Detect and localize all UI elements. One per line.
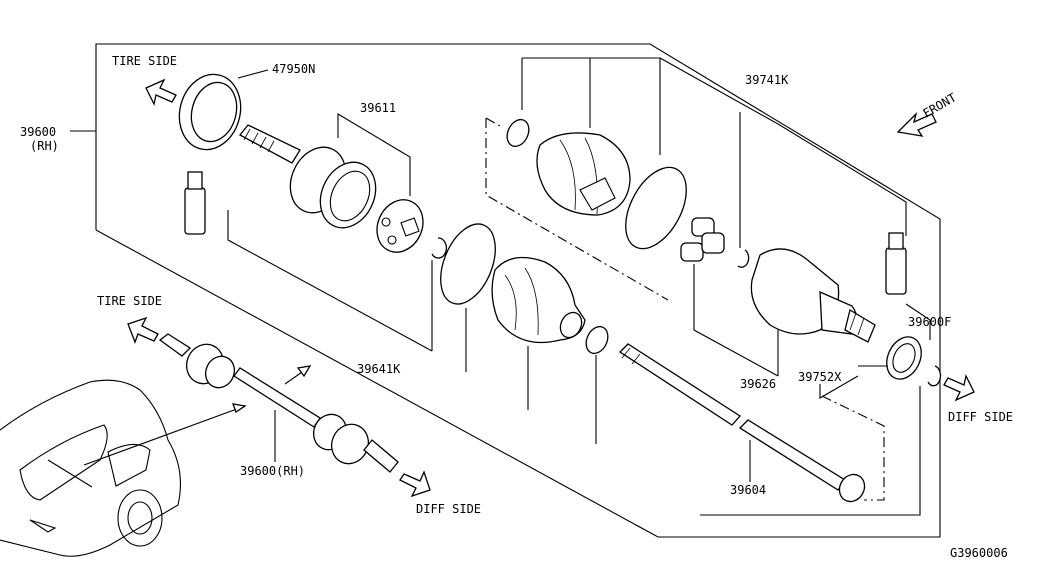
diagram-id: G3960006 <box>950 546 1008 560</box>
boot-band-inner-large <box>625 166 687 250</box>
label-tire-side-top: TIRE SIDE <box>112 54 177 68</box>
direction-arrow-vehicle <box>284 365 312 385</box>
tripod-spider-part <box>680 217 725 262</box>
center-lines <box>485 117 885 501</box>
assembly-frame <box>95 43 941 538</box>
callout-47950n: 47950N <box>272 62 315 76</box>
callout-39611: 39611 <box>360 101 396 115</box>
vehicle-inset <box>0 379 247 557</box>
callout-39600: 39600 <box>20 125 56 139</box>
label-tire-side-vehicle: TIRE SIDE <box>97 294 162 308</box>
callout-39626: 39626 <box>740 377 776 391</box>
grease-tube-left <box>184 171 206 235</box>
joint-inner-race-part <box>376 199 424 253</box>
tire-side-arrow-vehicle <box>127 316 159 344</box>
grease-tube-right <box>885 232 907 295</box>
joint-housing-part <box>750 248 876 343</box>
callout-39600-rh: (RH) <box>30 139 59 153</box>
label-front: FRONT <box>921 90 959 120</box>
diff-side-arrow-right <box>943 374 975 402</box>
callout-39604: 39604 <box>730 483 766 497</box>
front-arrow <box>896 111 937 137</box>
boot-band-outer-small <box>585 325 609 355</box>
dust-shield-part <box>886 336 922 380</box>
boot-band-outer-large <box>440 223 496 305</box>
bearing-seal-part <box>178 73 242 151</box>
label-diff-side-right: DIFF SIDE <box>948 410 1013 424</box>
tire-side-arrow-top <box>145 78 177 106</box>
label-diff-side-vehicle: DIFF SIDE <box>416 502 481 516</box>
boot-band-inner-small <box>506 118 530 148</box>
shaft-part <box>618 343 866 503</box>
snap-ring-outer <box>431 237 448 259</box>
callout-39641k: 39641K <box>357 362 401 376</box>
vehicle-drive-shaft-assembly <box>158 333 399 473</box>
inner-boot-part <box>536 132 631 216</box>
leader-lines <box>227 57 931 516</box>
callout-39600f: 39600F <box>908 315 951 329</box>
outer-joint-part <box>239 124 377 229</box>
callout-39752x: 39752X <box>798 370 842 384</box>
callout-39741k: 39741K <box>745 73 789 87</box>
outer-boot-part <box>491 256 586 344</box>
diff-side-arrow-vehicle <box>399 470 431 498</box>
callout-39600-rh-vehicle: 39600(RH) <box>240 464 305 478</box>
snap-ring-inner <box>737 249 750 268</box>
snap-ring-diff <box>927 365 942 387</box>
